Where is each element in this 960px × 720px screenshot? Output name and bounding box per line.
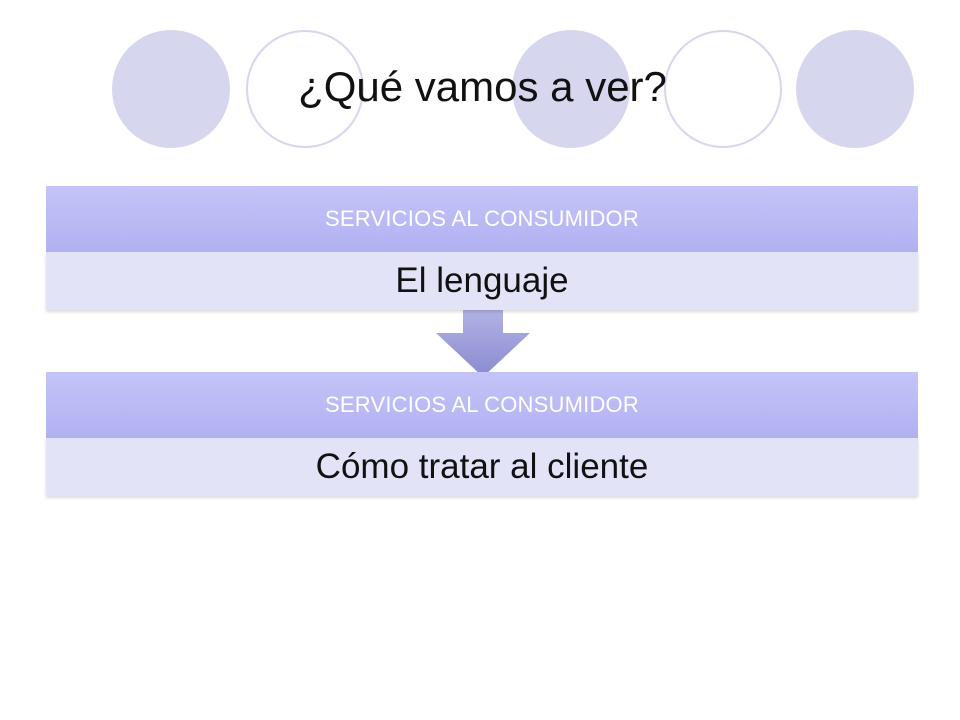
decorative-circle-5 xyxy=(796,30,914,148)
step-1-body: El lenguaje xyxy=(46,252,918,310)
step-2-header: SERVICIOS AL CONSUMIDOR xyxy=(46,372,918,438)
slide-title: ¿Qué vamos a ver? xyxy=(298,63,667,110)
decorative-circle-3 xyxy=(512,30,630,148)
decorative-circle-2 xyxy=(246,30,364,148)
down-arrow-icon xyxy=(436,309,530,377)
process-step-2: SERVICIOS AL CONSUMIDOR Cómo tratar al c… xyxy=(46,372,918,496)
step-1-header: SERVICIOS AL CONSUMIDOR xyxy=(46,186,918,252)
decorative-circle-4 xyxy=(664,30,782,148)
decorative-circle-1 xyxy=(112,30,230,148)
process-step-1: SERVICIOS AL CONSUMIDOR El lenguaje xyxy=(46,186,918,310)
step-2-body: Cómo tratar al cliente xyxy=(46,438,918,496)
